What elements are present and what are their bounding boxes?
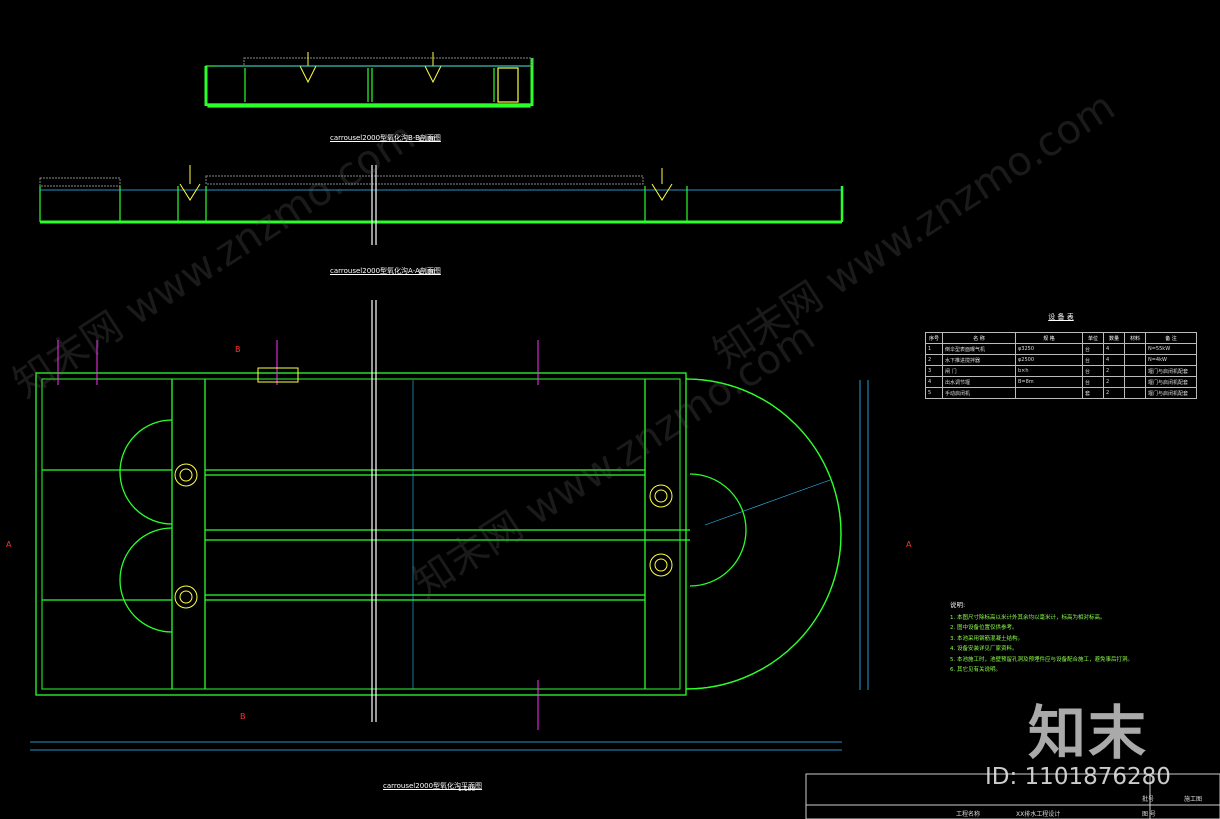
legend-cell: 水下推进搅拌器 xyxy=(942,354,1016,366)
drawing-no-label: 图 号 xyxy=(1142,811,1156,818)
legend-header-cell: 单位 xyxy=(1082,332,1104,344)
section-mark-b-top: B xyxy=(235,345,241,354)
plan-title: carrousel2000型氧化沟平面图 xyxy=(383,782,483,790)
legend-cell: 2 xyxy=(1103,387,1125,399)
equipment-legend: 设 备 表 序号 名 称 规 格 单位 数量 材料 备 注 1 倒伞型表面曝气机… xyxy=(925,312,1197,399)
legend-cell: 4 xyxy=(925,376,943,388)
legend-cell: 手动启闭机 xyxy=(942,387,1016,399)
legend-cell xyxy=(1124,343,1146,355)
legend-cell xyxy=(1124,354,1146,366)
legend-title: 设 备 表 xyxy=(1048,313,1074,321)
note-item: 6. 其它见有关说明。 xyxy=(950,667,1001,673)
legend-cell: 出水调节堰 xyxy=(942,376,1016,388)
legend-cell: 4 xyxy=(1103,354,1125,366)
legend-header-cell: 名 称 xyxy=(942,332,1016,344)
section-aa-scale: 1:100 xyxy=(418,269,436,276)
title-block: 工程名称 XX排水工程设计 图 号 批号 施工图 xyxy=(806,774,1220,819)
legend-cell: 堰门与启闭机配套 xyxy=(1145,376,1197,388)
legend-cell xyxy=(1124,387,1146,399)
legend-header-cell: 材料 xyxy=(1124,332,1146,344)
legend-cell: 堰门与启闭机配套 xyxy=(1145,365,1197,377)
legend-table: 序号 名 称 规 格 单位 数量 材料 备 注 1 倒伞型表面曝气机 φ3250… xyxy=(925,332,1197,399)
legend-cell: N=4kW xyxy=(1145,354,1197,366)
note-item: 4. 设备安装详见厂家资料。 xyxy=(950,646,1018,652)
legend-cell: 台 xyxy=(1082,376,1104,388)
section-mark-b-bottom: B xyxy=(240,712,246,721)
watermark-logo: 知末 xyxy=(1028,699,1149,767)
legend-cell: 台 xyxy=(1082,343,1104,355)
note-item: 2. 图中设备位置仅供参考。 xyxy=(950,625,1018,631)
legend-cell: 5 xyxy=(925,387,943,399)
legend-row: 4 出水调节堰 B=8m 台 2 堰门与启闭机配套 xyxy=(925,376,1197,388)
stage-label: 施工图 xyxy=(1184,796,1203,803)
legend-row: 1 倒伞型表面曝气机 φ3250 台 4 N=55kW xyxy=(925,343,1197,355)
section-aa-title: carrousel2000型氧化沟A-A剖面图 xyxy=(330,267,441,275)
legend-cell: B=8m xyxy=(1015,376,1083,388)
legend-cell: 2 xyxy=(1103,365,1125,377)
stage-value: 批号 xyxy=(1142,796,1155,803)
project-name: XX排水工程设计 xyxy=(1016,811,1061,818)
legend-cell: 倒伞型表面曝气机 xyxy=(942,343,1016,355)
legend-cell xyxy=(1015,387,1083,399)
legend-cell: 2 xyxy=(925,354,943,366)
legend-row: 5 手动启闭机 套 2 堰门与启闭机配套 xyxy=(925,387,1197,399)
legend-row: 3 闸 门 b×h 台 2 堰门与启闭机配套 xyxy=(925,365,1197,377)
section-bb-title: carrousel2000型氧化沟B-B剖面图 xyxy=(330,134,441,142)
legend-cell: φ3250 xyxy=(1015,343,1083,355)
legend-header-cell: 数量 xyxy=(1103,332,1125,344)
section-aa-drawing xyxy=(39,186,844,224)
section-mark-a-left: A xyxy=(6,540,12,549)
legend-header-cell: 备 注 xyxy=(1145,332,1197,344)
watermark-id: ID: 1101876280 xyxy=(985,764,1171,790)
notes-title: 说明: xyxy=(950,601,966,609)
legend-header-cell: 序号 xyxy=(925,332,943,344)
legend-cell: 2 xyxy=(1103,376,1125,388)
plan-view-drawing xyxy=(35,372,842,696)
legend-cell: 台 xyxy=(1082,365,1104,377)
legend-cell: φ2500 xyxy=(1015,354,1083,366)
legend-cell: 套 xyxy=(1082,387,1104,399)
section-bb-scale: 1:100 xyxy=(418,136,436,143)
legend-cell: 3 xyxy=(925,365,943,377)
legend-cell: 堰门与启闭机配套 xyxy=(1145,387,1197,399)
legend-cell: b×h xyxy=(1015,365,1083,377)
note-item: 5. 本池施工时，池壁预留孔洞及预埋件应与设备配合施工，避免事后打洞。 xyxy=(950,656,1133,663)
design-notes: 说明: 1. 本图尺寸除标高以米计外其余均以毫米计，标高为相对标高。 2. 图中… xyxy=(950,600,1133,676)
note-item: 3. 本池采用钢筋混凝土结构。 xyxy=(950,635,1023,642)
legend-row: 2 水下推进搅拌器 φ2500 台 4 N=4kW xyxy=(925,354,1197,366)
legend-cell: N=55kW xyxy=(1145,343,1197,355)
legend-header-cell: 规 格 xyxy=(1015,332,1083,344)
legend-cell: 闸 门 xyxy=(942,365,1016,377)
legend-cell: 1 xyxy=(925,343,943,355)
legend-cell xyxy=(1124,376,1146,388)
legend-cell: 4 xyxy=(1103,343,1125,355)
note-item: 1. 本图尺寸除标高以米计外其余均以毫米计，标高为相对标高。 xyxy=(950,614,1106,621)
legend-cell: 台 xyxy=(1082,354,1104,366)
project-label: 工程名称 xyxy=(956,811,981,818)
legend-cell xyxy=(1124,365,1146,377)
section-mark-a-right: A xyxy=(906,540,912,549)
legend-header-row: 序号 名 称 规 格 单位 数量 材料 备 注 xyxy=(925,332,1197,344)
plan-scale: 1:100 xyxy=(458,786,476,793)
